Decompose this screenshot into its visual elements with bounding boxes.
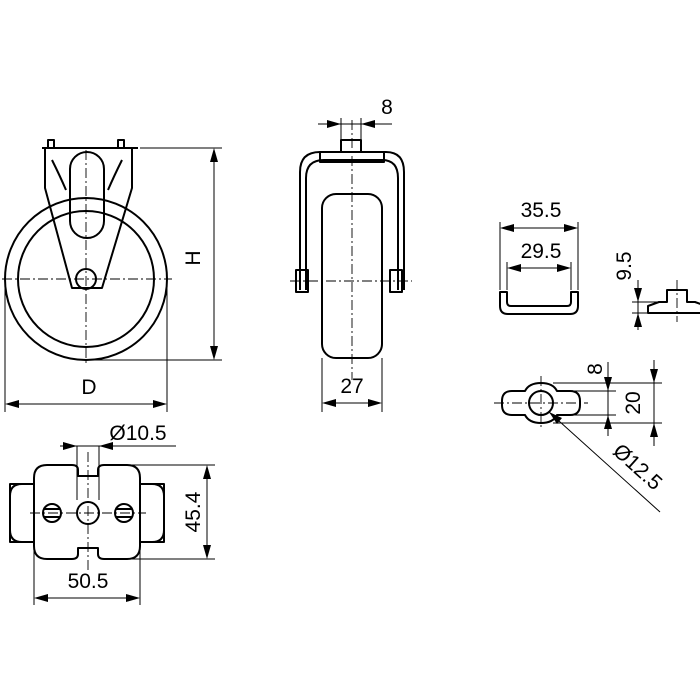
slot-width-label: 8 xyxy=(584,363,607,375)
fork-top-lugs xyxy=(47,139,125,148)
bracket-profile xyxy=(647,289,700,314)
bore-leader-line xyxy=(548,411,661,513)
plate-depth-label: 45.4 xyxy=(182,491,205,532)
top-plate-view: Ø10.5 45.4 50.5 xyxy=(9,422,215,605)
bore-label: Ø12.5 xyxy=(608,439,666,494)
diameter-label: D xyxy=(81,376,96,399)
fork-ribs xyxy=(51,159,123,191)
slot-outline xyxy=(501,382,581,424)
bracket-section-view: 35.5 29.5 9.5 xyxy=(499,199,700,330)
side-view: H D xyxy=(2,139,222,412)
hole-label: Ø10.5 xyxy=(109,422,166,445)
wheel-width-label: 27 xyxy=(340,375,363,398)
bracket-outline xyxy=(499,291,579,315)
axle-width-label: 8 xyxy=(381,96,393,119)
front-view: 8 27 xyxy=(290,96,412,412)
plate-width-label: 50.5 xyxy=(68,570,109,593)
bracket-height-label: 9.5 xyxy=(613,251,636,280)
fork-slot xyxy=(69,151,105,239)
front-bolt-head xyxy=(340,139,362,153)
bracket-outer-width-label: 35.5 xyxy=(521,199,562,222)
slot-length-label: 20 xyxy=(622,391,645,414)
height-label: H xyxy=(182,250,205,265)
slot-detail-view: 8 20 Ø12.5 xyxy=(494,360,666,513)
bracket-inner-width-label: 29.5 xyxy=(521,240,562,263)
front-fork-inner xyxy=(305,159,399,290)
